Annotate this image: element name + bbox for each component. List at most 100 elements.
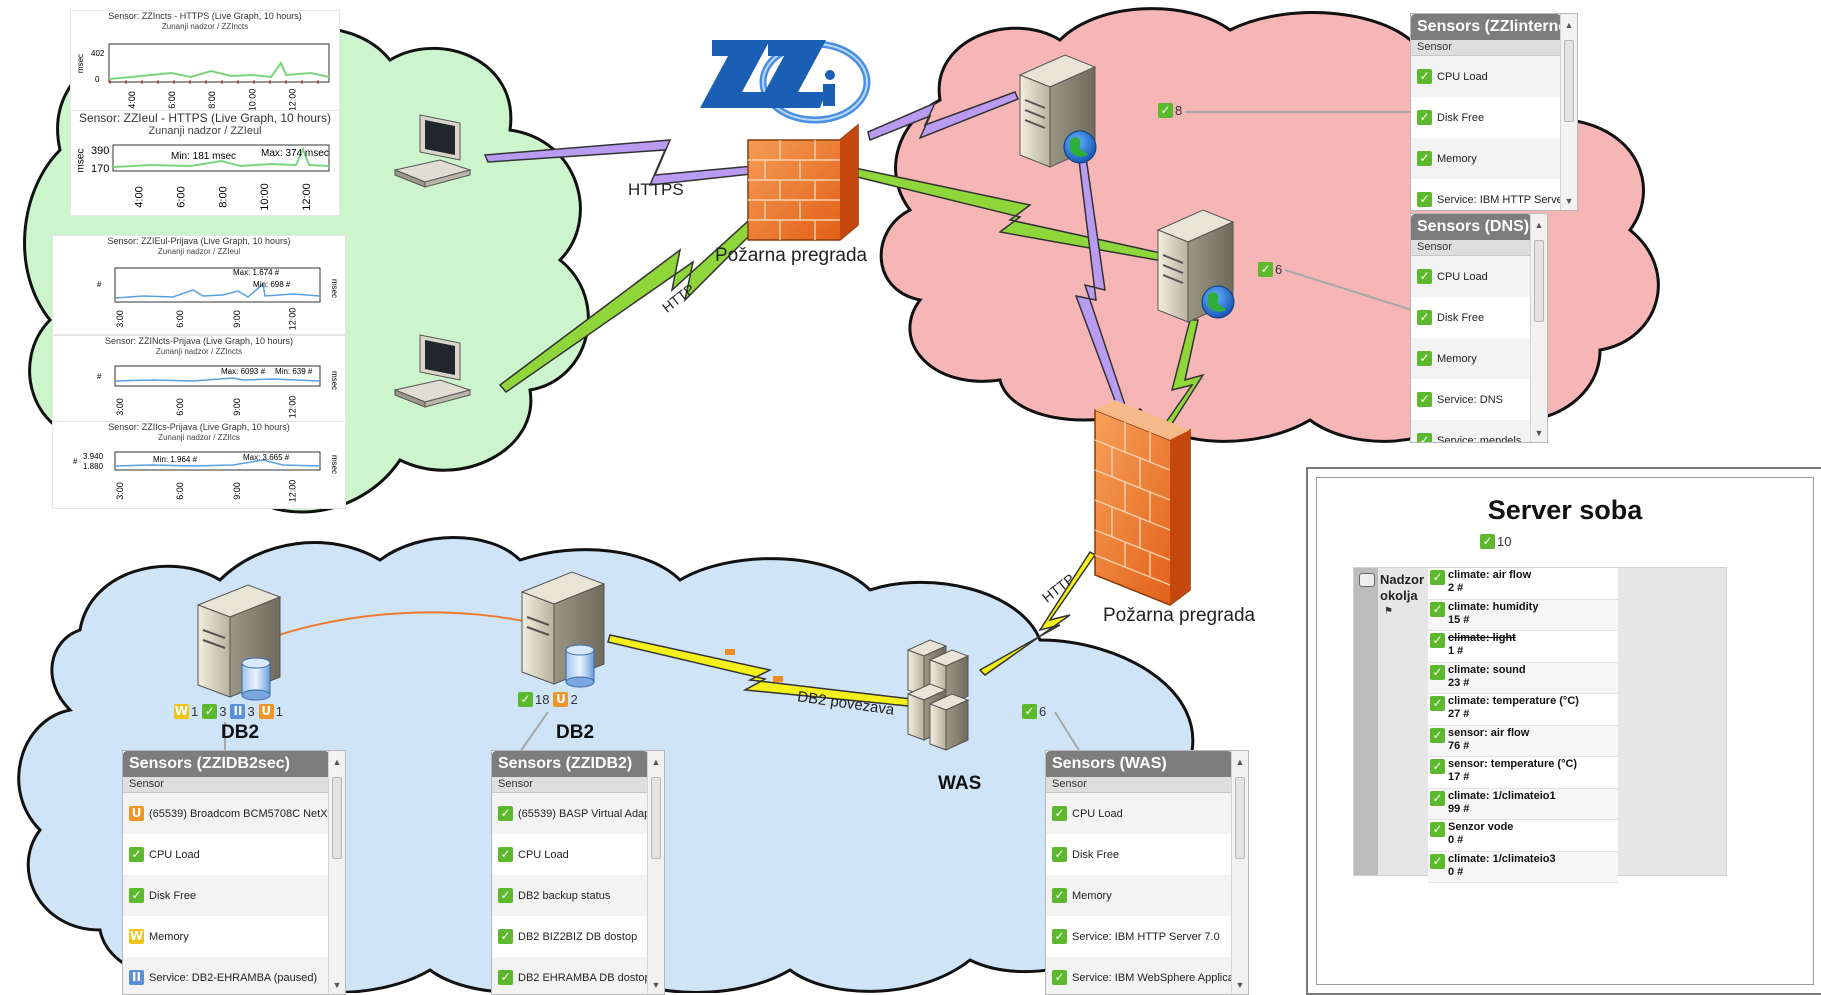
fw-to-inet-bolt — [867, 91, 1019, 142]
scroll-up-icon[interactable]: ▲ — [651, 757, 661, 767]
graph-subtitle: Zunanji nadzor / ZZIeul — [148, 125, 262, 137]
firewall-top — [747, 123, 859, 241]
sensor-row[interactable]: ✓Service: mendels — [1411, 420, 1531, 442]
sensors-panel-was[interactable]: Sensors (WAS)Sensor✓CPU Load✓Disk Free✓M… — [1045, 750, 1249, 995]
live-graph[interactable]: Sensor: ZZIncts - HTTPS (Live Graph, 10 … — [70, 10, 340, 112]
sensors-panel-dns[interactable]: Sensors (DNS)Sensor✓CPU Load✓Disk Free✓M… — [1410, 213, 1548, 443]
sensor-row[interactable]: U(65539) Broadcom BCM5708C NetXtreme — [123, 793, 329, 834]
sensor-row[interactable]: ✓DB2 EHRAMBA DB dostop — [492, 957, 648, 994]
scrollbar[interactable]: ▲▼ — [328, 751, 345, 994]
sensor-row[interactable]: ✓CPU Load — [123, 834, 329, 875]
sensor-row[interactable]: ✓Disk Free — [1046, 834, 1232, 875]
graph-x-tick: 8:00 — [206, 91, 217, 109]
sensor-name: Disk Free — [149, 889, 197, 902]
column-header-sensor[interactable]: Sensor — [123, 777, 329, 793]
scrollbar[interactable]: ▲▼ — [1231, 751, 1248, 994]
sensor-row[interactable]: ✓Disk Free — [1411, 297, 1531, 338]
workstation-icon — [393, 114, 472, 188]
scroll-down-icon[interactable]: ▼ — [1534, 428, 1544, 438]
sensor-row[interactable]: ✓CPU Load — [492, 834, 648, 875]
graph-x-tick: 12:00 — [300, 183, 313, 211]
column-header-sensor[interactable]: Sensor — [1411, 240, 1531, 256]
scroll-thumb[interactable] — [1235, 777, 1245, 859]
graph-x-tick: 6:00 — [174, 482, 185, 500]
scroll-down-icon[interactable]: ▼ — [651, 980, 661, 990]
scrollbar[interactable]: ▲▼ — [1560, 14, 1577, 210]
scroll-up-icon[interactable]: ▲ — [1534, 220, 1544, 230]
scroll-thumb[interactable] — [651, 777, 661, 859]
sensor-row[interactable]: ✓Memory — [1046, 875, 1232, 916]
server-room-badge[interactable]: ✓10 — [1480, 534, 1511, 549]
sensor-row[interactable]: ✓CPU Load — [1046, 793, 1232, 834]
environment-sensor-item[interactable]: ✓climate: temperature (°C)27 # — [1428, 694, 1618, 726]
sensor-row[interactable]: ✓DB2 backup status — [492, 875, 648, 916]
live-graph[interactable]: Sensor: ZZIEul-Prijava (Live Graph, 10 h… — [52, 235, 346, 335]
scroll-down-icon[interactable]: ▼ — [332, 980, 342, 990]
live-graph[interactable]: Sensor: ZZIeul - HTTPS (Live Graph, 10 h… — [70, 110, 340, 216]
sensor-name: DB2 BIZ2BIZ DB dostop — [518, 930, 638, 943]
sensor-row[interactable]: ✓CPU Load — [1411, 56, 1561, 97]
column-header-sensor[interactable]: Sensor — [1411, 40, 1561, 56]
scroll-thumb[interactable] — [1564, 40, 1574, 122]
check-icon: ✓ — [1417, 69, 1432, 84]
graph-x-tick: 8:00 — [217, 186, 230, 208]
graph-title: Sensor: ZZIncts - HTTPS (Live Graph, 10 … — [108, 11, 302, 21]
scroll-thumb[interactable] — [332, 777, 342, 859]
dns-server-badge[interactable]: ✓6 — [1258, 262, 1282, 277]
live-graph[interactable]: Sensor: ZZIIcs-Prijava (Live Graph, 10 h… — [52, 421, 346, 509]
scrollbar[interactable]: ▲▼ — [647, 751, 664, 994]
column-header-sensor[interactable]: Sensor — [1046, 777, 1232, 793]
internet-server-badge[interactable]: ✓8 — [1158, 103, 1182, 118]
check-icon: ✓ — [1430, 790, 1445, 806]
sensor-value: 0 # — [1448, 834, 1464, 846]
sensor-row[interactable]: ✓Service: IBM WebSphere Application Serv… — [1046, 957, 1232, 994]
sensor-row[interactable]: ✓DB2 BIZ2BIZ DB dostop — [492, 916, 648, 957]
sensors-panel-zzidb2[interactable]: Sensors (ZZIDB2)Sensor✓(65539) BASP Virt… — [491, 750, 665, 995]
sensor-row[interactable]: ✓Memory — [1411, 338, 1531, 379]
sensor-row[interactable]: ✓Disk Free — [123, 875, 329, 916]
scroll-down-icon[interactable]: ▼ — [1235, 980, 1245, 990]
check-icon: ✓ — [129, 847, 144, 862]
sensor-row[interactable]: ✓Service: DNS — [1411, 379, 1531, 420]
sensor-row[interactable]: ✓Service: IBM HTTP Server 7.0 — [1411, 179, 1561, 210]
scrollbar[interactable]: ▲▼ — [1530, 214, 1547, 442]
connector-line — [1054, 711, 1081, 753]
badge-count: 2 — [570, 692, 578, 707]
sensor-value: 15 # — [1448, 613, 1470, 626]
graph-y-tick: 402 — [91, 49, 105, 58]
scroll-up-icon[interactable]: ▲ — [1235, 757, 1245, 767]
environment-sensor-item[interactable]: ✓sensor: temperature (°C)17 # — [1428, 757, 1618, 789]
paused-icon: II — [129, 970, 144, 985]
sensors-panel-zzinternet[interactable]: Sensors (ZZIinternet)Sensor✓CPU Load✓Dis… — [1410, 13, 1578, 211]
scroll-down-icon[interactable]: ▼ — [1564, 196, 1574, 206]
sensor-row[interactable]: ✓Disk Free — [1411, 97, 1561, 138]
check-icon: ✓ — [1430, 727, 1445, 743]
scroll-up-icon[interactable]: ▲ — [1564, 20, 1574, 30]
scroll-thumb[interactable] — [1534, 240, 1544, 322]
fw2-to-was-bolt — [978, 550, 1097, 676]
sensor-name: Memory — [1437, 352, 1477, 365]
sensor-row[interactable]: ✓CPU Load — [1411, 256, 1531, 297]
was-server-badge[interactable]: ✓6 — [1022, 704, 1046, 719]
sensor-row[interactable]: ✓(65539) BASP Virtual Adapter — [492, 793, 648, 834]
sensor-row[interactable]: ✓Memory — [1411, 138, 1561, 179]
sensor-row[interactable]: ✓Service: IBM HTTP Server 7.0 — [1046, 916, 1232, 957]
sensor-value: 27 # — [1448, 708, 1470, 720]
live-graph[interactable]: Sensor: ZZINcts-Prijava (Live Graph, 10 … — [52, 335, 346, 427]
column-header-sensor[interactable]: Sensor — [492, 777, 648, 793]
scroll-up-icon[interactable]: ▲ — [332, 757, 342, 767]
